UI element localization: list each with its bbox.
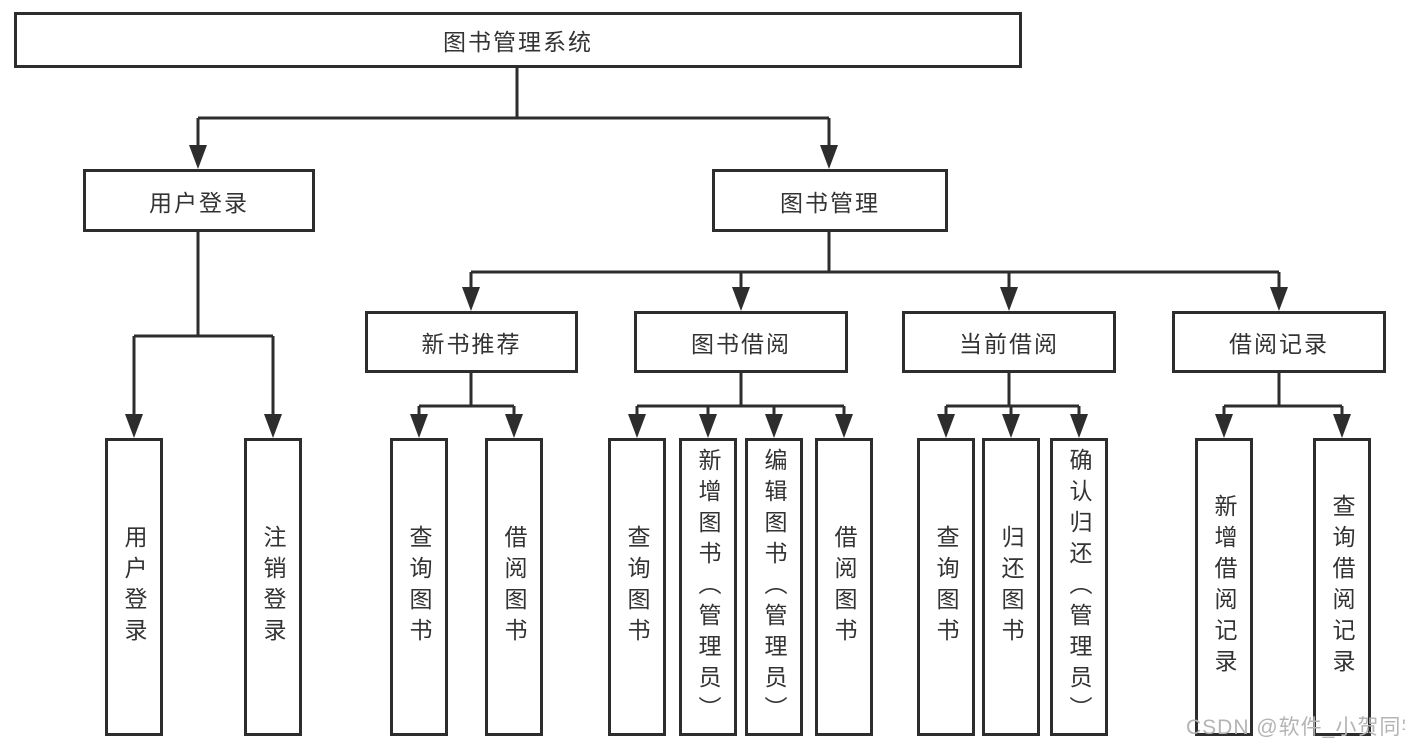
node-borrowing-records-label: 借阅记录 — [1229, 331, 1329, 357]
node-library-system-label: 图书管理系统 — [443, 29, 593, 55]
leaf-borrow-books-label: 借阅图书 — [831, 525, 857, 649]
leaf-query-books-recommend: 查询图书 — [390, 438, 448, 736]
leaf-add-book-admin-label: 新增图书（管理员） — [695, 447, 721, 727]
leaf-query-books-borrowing-label: 查询图书 — [624, 525, 650, 649]
leaf-query-books-recommend-label: 查询图书 — [406, 525, 432, 649]
node-book-borrowing-label: 图书借阅 — [691, 331, 791, 357]
node-current-borrowing: 当前借阅 — [902, 311, 1116, 373]
csdn-watermark: CSDN @软件_小贺同学 — [1186, 716, 1405, 739]
leaf-add-book-admin: 新增图书（管理员） — [679, 438, 737, 736]
connector-userlogin-to-leaves — [125, 232, 282, 438]
node-current-borrowing-label: 当前借阅 — [959, 331, 1059, 357]
leaf-edit-book-admin: 编辑图书（管理员） — [745, 438, 803, 736]
node-user-login-label: 用户登录 — [149, 189, 249, 216]
node-library-system: 图书管理系统 — [14, 12, 1022, 68]
leaf-add-borrow-record: 新增借阅记录 — [1195, 438, 1253, 736]
node-book-borrowing: 图书借阅 — [634, 311, 848, 373]
leaf-query-borrow-record: 查询借阅记录 — [1313, 438, 1371, 736]
leaf-borrow-books: 借阅图书 — [815, 438, 873, 736]
leaf-confirm-return-admin-label: 确认归还（管理员） — [1066, 447, 1092, 727]
leaf-query-borrow-record-label: 查询借阅记录 — [1329, 494, 1355, 680]
leaf-query-books-borrowing: 查询图书 — [608, 438, 666, 736]
leaf-borrow-books-recommend: 借阅图书 — [485, 438, 543, 736]
node-book-management: 图书管理 — [712, 169, 948, 232]
node-new-book-recommend-label: 新书推荐 — [421, 331, 522, 357]
connector-bookborrow-to-leaves — [628, 373, 853, 438]
leaf-query-books-current: 查询图书 — [917, 438, 975, 736]
leaf-add-borrow-record-label: 新增借阅记录 — [1211, 494, 1237, 680]
leaf-borrow-books-recommend-label: 借阅图书 — [501, 525, 527, 649]
node-borrowing-records: 借阅记录 — [1172, 311, 1386, 373]
connector-root-to-level2 — [189, 68, 838, 169]
leaf-confirm-return-admin: 确认归还（管理员） — [1050, 438, 1108, 736]
leaf-return-books: 归还图书 — [982, 438, 1040, 736]
leaf-logout: 注销登录 — [244, 438, 302, 736]
leaf-query-books-current-label: 查询图书 — [933, 525, 959, 649]
leaf-user-login-label: 用户登录 — [121, 525, 147, 649]
connector-records-to-leaves — [1215, 373, 1351, 438]
node-book-management-label: 图书管理 — [780, 189, 880, 216]
leaf-return-books-label: 归还图书 — [998, 525, 1024, 649]
node-new-book-recommend: 新书推荐 — [365, 311, 578, 373]
connector-bookmgmt-to-level3 — [462, 232, 1288, 311]
connector-newbook-to-leaves — [410, 373, 523, 438]
connector-currentborrow-to-leaves — [937, 373, 1088, 438]
node-user-login: 用户登录 — [83, 169, 315, 232]
leaf-logout-label: 注销登录 — [260, 525, 286, 649]
leaf-user-login: 用户登录 — [105, 438, 163, 736]
leaf-edit-book-admin-label: 编辑图书（管理员） — [761, 447, 787, 727]
